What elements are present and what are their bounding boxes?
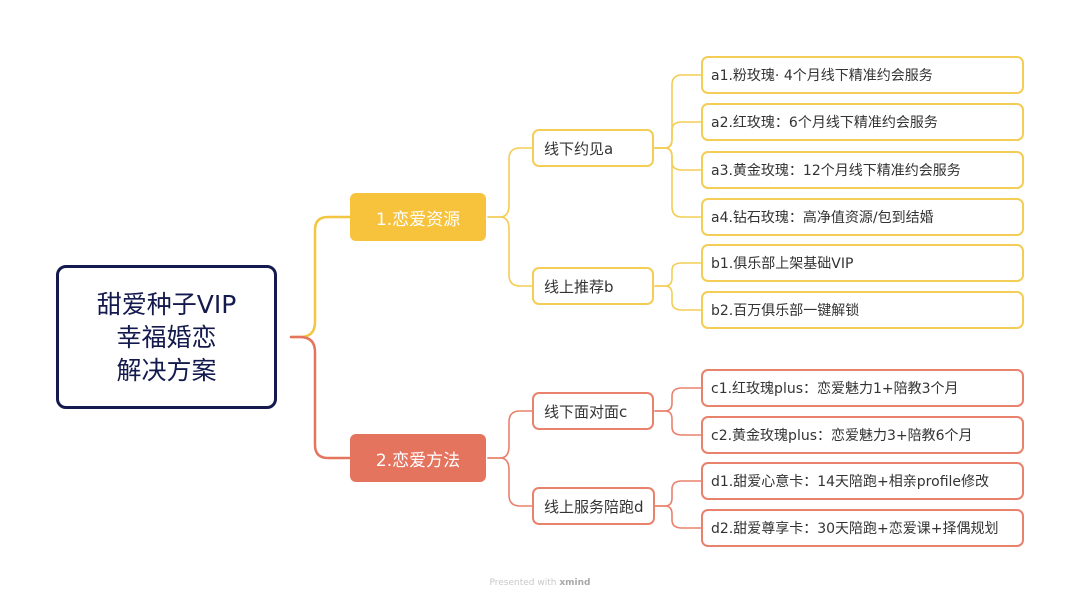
link-love-online bbox=[487, 216, 533, 287]
root-title-line-1: 甜爱种子VIP bbox=[96, 289, 237, 319]
leaf-label: a3.黄金玫瑰：12个月线下精准约会服务 bbox=[711, 163, 961, 179]
branch-love-resources[interactable]: 1.恋爱资源 bbox=[350, 193, 486, 241]
link-a3 bbox=[654, 147, 702, 171]
link-d1 bbox=[654, 480, 702, 507]
link-method-offline bbox=[487, 410, 533, 459]
leaf-node-a2[interactable]: a2.红玫瑰：6个月线下精准约会服务 bbox=[701, 103, 1024, 141]
leaf-label: c2.黄金玫瑰plus：恋爱魅力3+陪教6个月 bbox=[711, 428, 973, 444]
leaf-label: a4.钻石玫瑰：高净值资源/包到结婚 bbox=[711, 210, 934, 226]
leaf-label: a2.红玫瑰：6个月线下精准约会服务 bbox=[711, 115, 938, 131]
link-method-online bbox=[487, 457, 533, 507]
branch-label: 2.恋爱方法 bbox=[375, 450, 461, 471]
root-node[interactable]: 甜爱种子VIP 幸福婚恋 解决方案 bbox=[56, 265, 277, 409]
sub-node-online-recommend[interactable]: 线上推荐b bbox=[532, 267, 654, 305]
link-c1 bbox=[654, 387, 702, 412]
link-c2 bbox=[654, 410, 702, 436]
sub-node-offline-face-to-face[interactable]: 线下面对面c bbox=[532, 392, 654, 430]
footer-prefix: Presented with bbox=[489, 578, 557, 588]
branch-label: 1.恋爱资源 bbox=[375, 209, 461, 230]
branch-love-methods[interactable]: 2.恋爱方法 bbox=[350, 434, 486, 482]
sub-node-label: 线上推荐b bbox=[544, 277, 614, 296]
link-b2 bbox=[654, 285, 702, 311]
leaf-node-c2[interactable]: c2.黄金玫瑰plus：恋爱魅力3+陪教6个月 bbox=[701, 416, 1024, 454]
leaf-label: d1.甜爱心意卡：14天陪跑+相亲profile修改 bbox=[711, 474, 990, 490]
link-root-method bbox=[289, 335, 352, 460]
leaf-node-b2[interactable]: b2.百万俱乐部一键解锁 bbox=[701, 291, 1024, 329]
link-root-love bbox=[289, 215, 352, 339]
root-title-line-3: 解决方案 bbox=[116, 355, 217, 385]
leaf-node-d2[interactable]: d2.甜爱尊享卡：30天陪跑+恋爱课+择偶规划 bbox=[701, 509, 1024, 547]
leaf-node-a1[interactable]: a1.粉玫瑰· 4个月线下精准约会服务 bbox=[701, 56, 1024, 94]
presented-with-footer: Presented with xmind bbox=[0, 578, 1080, 588]
sub-node-online-coaching[interactable]: 线上服务陪跑d bbox=[532, 487, 655, 525]
leaf-label: a1.粉玫瑰· 4个月线下精准约会服务 bbox=[711, 68, 933, 84]
link-a2 bbox=[654, 121, 702, 149]
root-title-line-2: 幸福婚恋 bbox=[116, 322, 217, 352]
leaf-label: c1.红玫瑰plus：恋爱魅力1+陪教3个月 bbox=[711, 381, 959, 397]
leaf-node-d1[interactable]: d1.甜爱心意卡：14天陪跑+相亲profile修改 bbox=[701, 462, 1024, 500]
leaf-label: b2.百万俱乐部一键解锁 bbox=[711, 303, 860, 319]
sub-node-offline-meet[interactable]: 线下约见a bbox=[532, 129, 654, 167]
leaf-node-a3[interactable]: a3.黄金玫瑰：12个月线下精准约会服务 bbox=[701, 151, 1024, 189]
xmind-brand: xmind bbox=[559, 578, 591, 588]
link-love-offline bbox=[487, 147, 533, 218]
link-a4 bbox=[654, 147, 702, 218]
sub-node-label: 线下约见a bbox=[544, 139, 614, 158]
leaf-label: d2.甜爱尊享卡：30天陪跑+恋爱课+择偶规划 bbox=[711, 521, 999, 537]
sub-node-label: 线上服务陪跑d bbox=[544, 497, 644, 516]
leaf-node-c1[interactable]: c1.红玫瑰plus：恋爱魅力1+陪教3个月 bbox=[701, 369, 1024, 407]
sub-node-label: 线下面对面c bbox=[544, 402, 628, 421]
leaf-node-b1[interactable]: b1.俱乐部上架基础VIP bbox=[701, 244, 1024, 282]
link-a1 bbox=[654, 74, 702, 149]
link-d2 bbox=[654, 505, 702, 529]
link-b1 bbox=[654, 262, 702, 287]
leaf-node-a4[interactable]: a4.钻石玫瑰：高净值资源/包到结婚 bbox=[701, 198, 1024, 236]
leaf-label: b1.俱乐部上架基础VIP bbox=[711, 256, 854, 272]
